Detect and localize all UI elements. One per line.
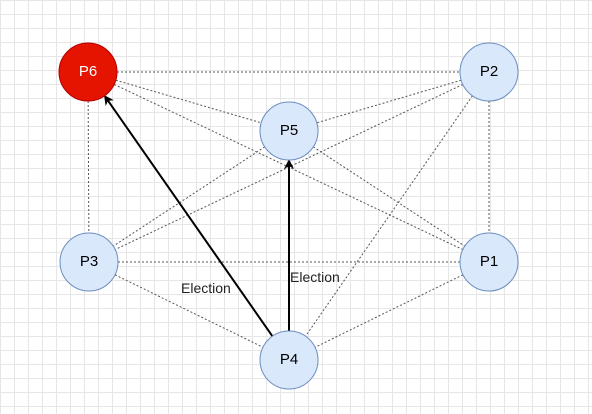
node-p4-label: P4 (280, 351, 298, 368)
message-layer (104, 94, 294, 337)
connection-p2-p5 (316, 79, 462, 124)
node-p4[interactable]: P4 (259, 330, 319, 390)
node-p1-circle (459, 232, 519, 292)
connection-p3-p4 (114, 274, 264, 348)
node-p6[interactable]: P6 (58, 42, 118, 102)
node-p3-circle (59, 232, 119, 292)
node-p5-label: P5 (280, 122, 298, 139)
node-p4-circle (259, 330, 319, 390)
connection-p6-p5 (115, 79, 262, 124)
node-p6-label: P6 (79, 63, 97, 80)
connection-p6-p3 (87, 100, 90, 234)
node-p3-label: P3 (80, 253, 98, 270)
node-p2[interactable]: P2 (459, 42, 519, 102)
node-p1-label: P1 (480, 253, 498, 270)
node-layer: P6 P2 P5 P3 P1 P4 (58, 42, 519, 390)
election-label-p6: Election (181, 280, 231, 296)
election-label-p5: Election (290, 269, 340, 285)
message-label-layer: Election Election (181, 269, 340, 296)
node-p5[interactable]: P5 (259, 101, 319, 161)
node-p3[interactable]: P3 (59, 232, 119, 292)
connection-p1-p4 (314, 274, 464, 348)
connection-p5-p3 (112, 146, 266, 247)
node-p1[interactable]: P1 (459, 232, 519, 292)
node-p2-label: P2 (480, 63, 498, 80)
node-p6-circle (58, 42, 118, 102)
connection-p5-p1 (312, 146, 466, 247)
node-p5-circle (259, 101, 319, 161)
node-p2-circle (459, 42, 519, 102)
connection-p2-p4 (305, 95, 473, 337)
election-arrow-p4-to-p6 (104, 94, 274, 337)
